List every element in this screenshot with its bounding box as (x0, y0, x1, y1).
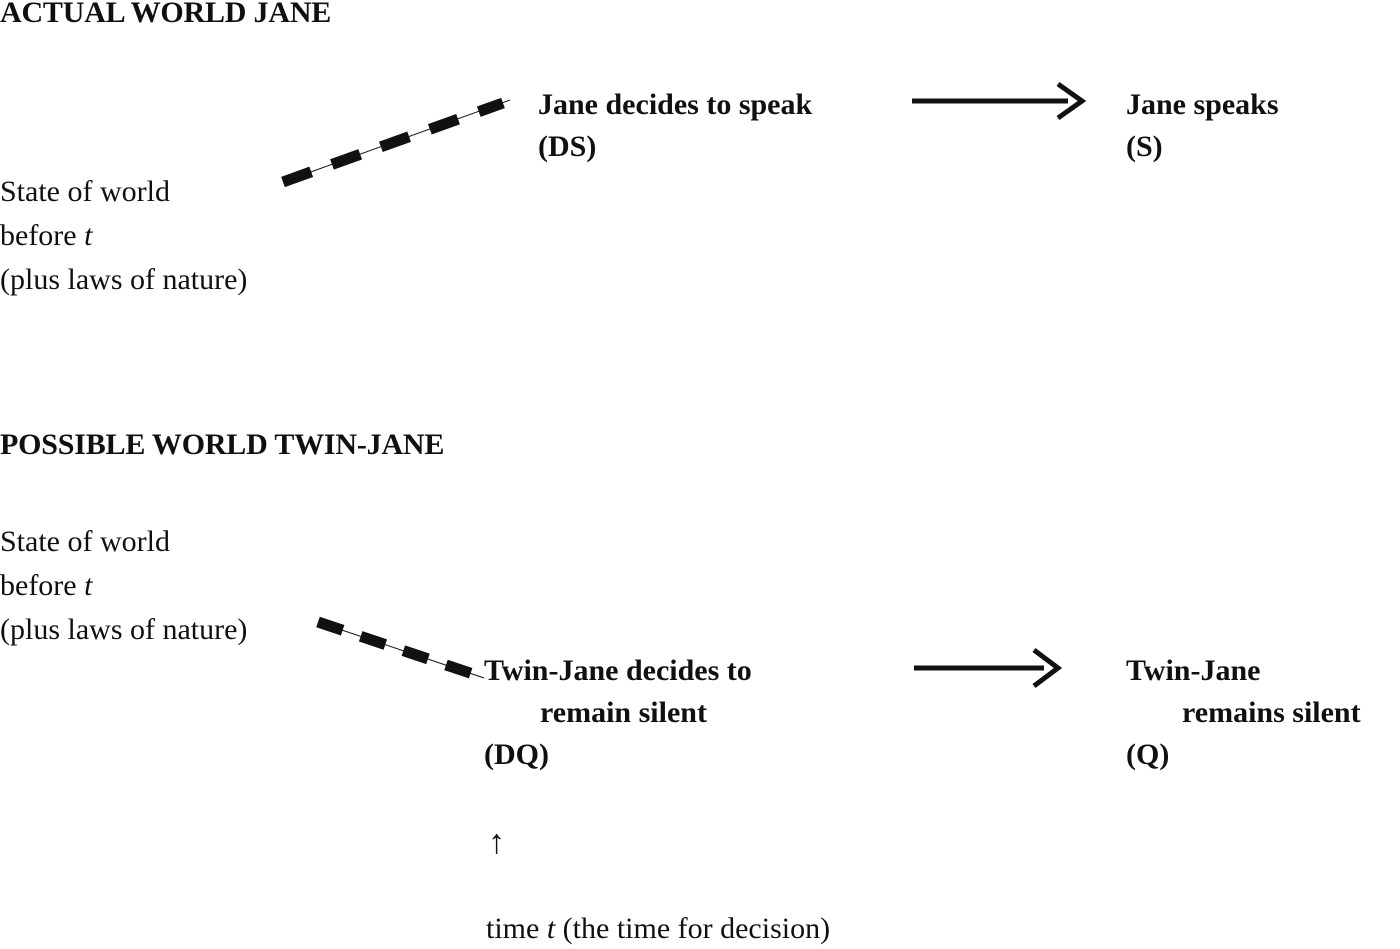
possible-decision-line-3: (DQ) (484, 738, 549, 771)
possible-outcome-line-2: remains silent (1126, 692, 1361, 734)
actual-state-line-2-prefix: before (0, 219, 85, 252)
actual-world-heading: ACTUAL WORLD JANE (0, 0, 332, 29)
possible-state-line-2: before t (0, 564, 247, 608)
time-pointer-up-arrow-icon: ↑ (488, 824, 505, 861)
possible-world-dashed-connector (316, 616, 485, 683)
actual-world-decision-node: Jane decides to speak (DS) (538, 84, 812, 168)
actual-state-line-2-italic-t: t (84, 219, 93, 252)
possible-state-line-2-italic-t: t (84, 569, 93, 602)
possible-world-causal-arrow (914, 648, 1063, 688)
actual-state-line-3: (plus laws of nature) (0, 263, 248, 296)
actual-state-line-1: State of world (0, 175, 170, 208)
possible-world-heading: POSSIBLE WORLD TWIN-JANE (0, 428, 445, 461)
possible-outcome-line-2-text: remains silent (1182, 696, 1361, 729)
possible-decision-line-2-text: remain silent (540, 696, 707, 729)
possible-world-outcome-node: Twin-Jane remains silent (Q) (1126, 650, 1361, 776)
possible-decision-line-2: remain silent (484, 692, 752, 734)
actual-decision-line-1: Jane decides to speak (538, 88, 813, 121)
actual-decision-line-2: (DS) (538, 130, 597, 163)
time-caption: time t (the time for decision) (486, 910, 830, 948)
possible-world-state-node: State of world before t (plus laws of na… (0, 520, 247, 652)
possible-outcome-line-3: (Q) (1126, 738, 1170, 771)
possible-state-line-1: State of world (0, 525, 170, 558)
actual-world-causal-arrow (912, 81, 1087, 121)
actual-outcome-line-1: Jane speaks (1126, 88, 1279, 121)
time-caption-italic-t: t (546, 912, 556, 945)
possible-world-decision-node: Twin-Jane decides to remain silent (DQ) (484, 650, 752, 776)
actual-state-line-2: before t (0, 214, 247, 258)
actual-world-state-node: State of world before t (plus laws of na… (0, 170, 247, 302)
possible-state-line-2-prefix: before (0, 569, 85, 602)
actual-world-outcome-node: Jane speaks (S) (1126, 84, 1279, 168)
actual-world-dashed-connector (281, 97, 511, 188)
possible-outcome-line-1: Twin-Jane (1126, 654, 1261, 687)
possible-state-line-3: (plus laws of nature) (0, 613, 248, 646)
time-caption-prefix: time (486, 912, 547, 945)
time-caption-suffix: (the time for decision) (555, 912, 831, 945)
actual-outcome-line-2: (S) (1126, 130, 1163, 163)
possible-decision-line-1: Twin-Jane decides to (484, 654, 752, 687)
